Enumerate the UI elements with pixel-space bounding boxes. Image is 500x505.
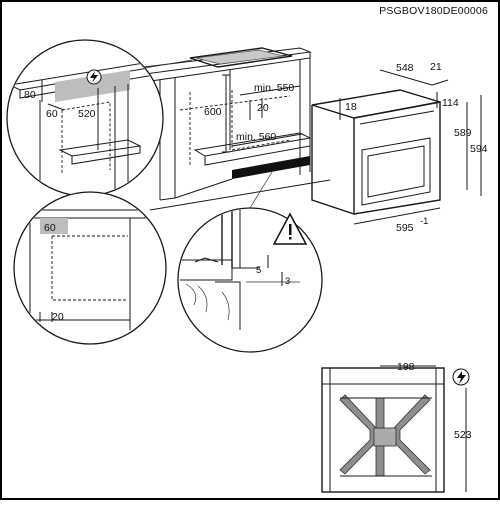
- dim-595-tolerance: -1: [420, 216, 428, 227]
- dim-520-label: 520: [78, 108, 96, 120]
- electrical-connection-icon: [452, 368, 470, 386]
- dim-3-label: 3: [285, 276, 290, 287]
- dim-198-label: 198: [397, 361, 415, 373]
- dim-min560-label: min. 560: [236, 131, 276, 143]
- dim-548-21: 548 21: [379, 61, 449, 86]
- dim-20a-label: 20: [257, 102, 269, 114]
- leader-line-bottom: [249, 171, 273, 209]
- leader-line-top: [144, 59, 193, 69]
- dim-20a: 20: [249, 98, 269, 120]
- detail-circle-top-left: 80 60 520: [6, 39, 164, 197]
- dim-523: 523: [454, 388, 472, 492]
- dim-18-label: 18: [345, 101, 357, 113]
- oven-perspective: [311, 89, 441, 215]
- dim-600: 600: [204, 74, 230, 153]
- dim-21-label: 21: [430, 61, 442, 73]
- dim-594-label: 594: [470, 143, 488, 155]
- electrical-connection-icon: [86, 69, 102, 85]
- dim-548-label: 548: [396, 62, 414, 74]
- dim-20b-label: 20: [52, 311, 64, 323]
- dim-5-label: 5: [256, 265, 261, 276]
- dim-589-label: 589: [454, 127, 472, 139]
- document-code: PSGBOV180DE00006: [379, 5, 488, 17]
- dim-60a-label: 60: [46, 108, 58, 120]
- dim-600-label: 600: [204, 106, 222, 118]
- dim-114-label: 114: [442, 97, 459, 109]
- dim-595-label: 595: [396, 222, 414, 234]
- dim-198: 198: [380, 361, 436, 373]
- dim-min550-label: min. 550: [254, 82, 294, 94]
- dim-min560: min. 560: [231, 131, 303, 147]
- dim-80-label: 80: [24, 89, 36, 101]
- oven-front-view: [321, 367, 445, 493]
- dim-589-594: 589 594: [454, 95, 488, 196]
- warning-triangle-icon: [272, 212, 308, 245]
- detail-circle-left: 60 20: [13, 191, 167, 345]
- dim-523-label: 523: [454, 429, 472, 441]
- dim-595: 595 -1: [353, 207, 441, 234]
- detail-circle-gap: 5 3: [177, 207, 323, 353]
- dim-60b-label: 60: [44, 222, 56, 234]
- cabinet-perspective: [118, 47, 331, 211]
- dim-min550: min. 550: [239, 82, 301, 96]
